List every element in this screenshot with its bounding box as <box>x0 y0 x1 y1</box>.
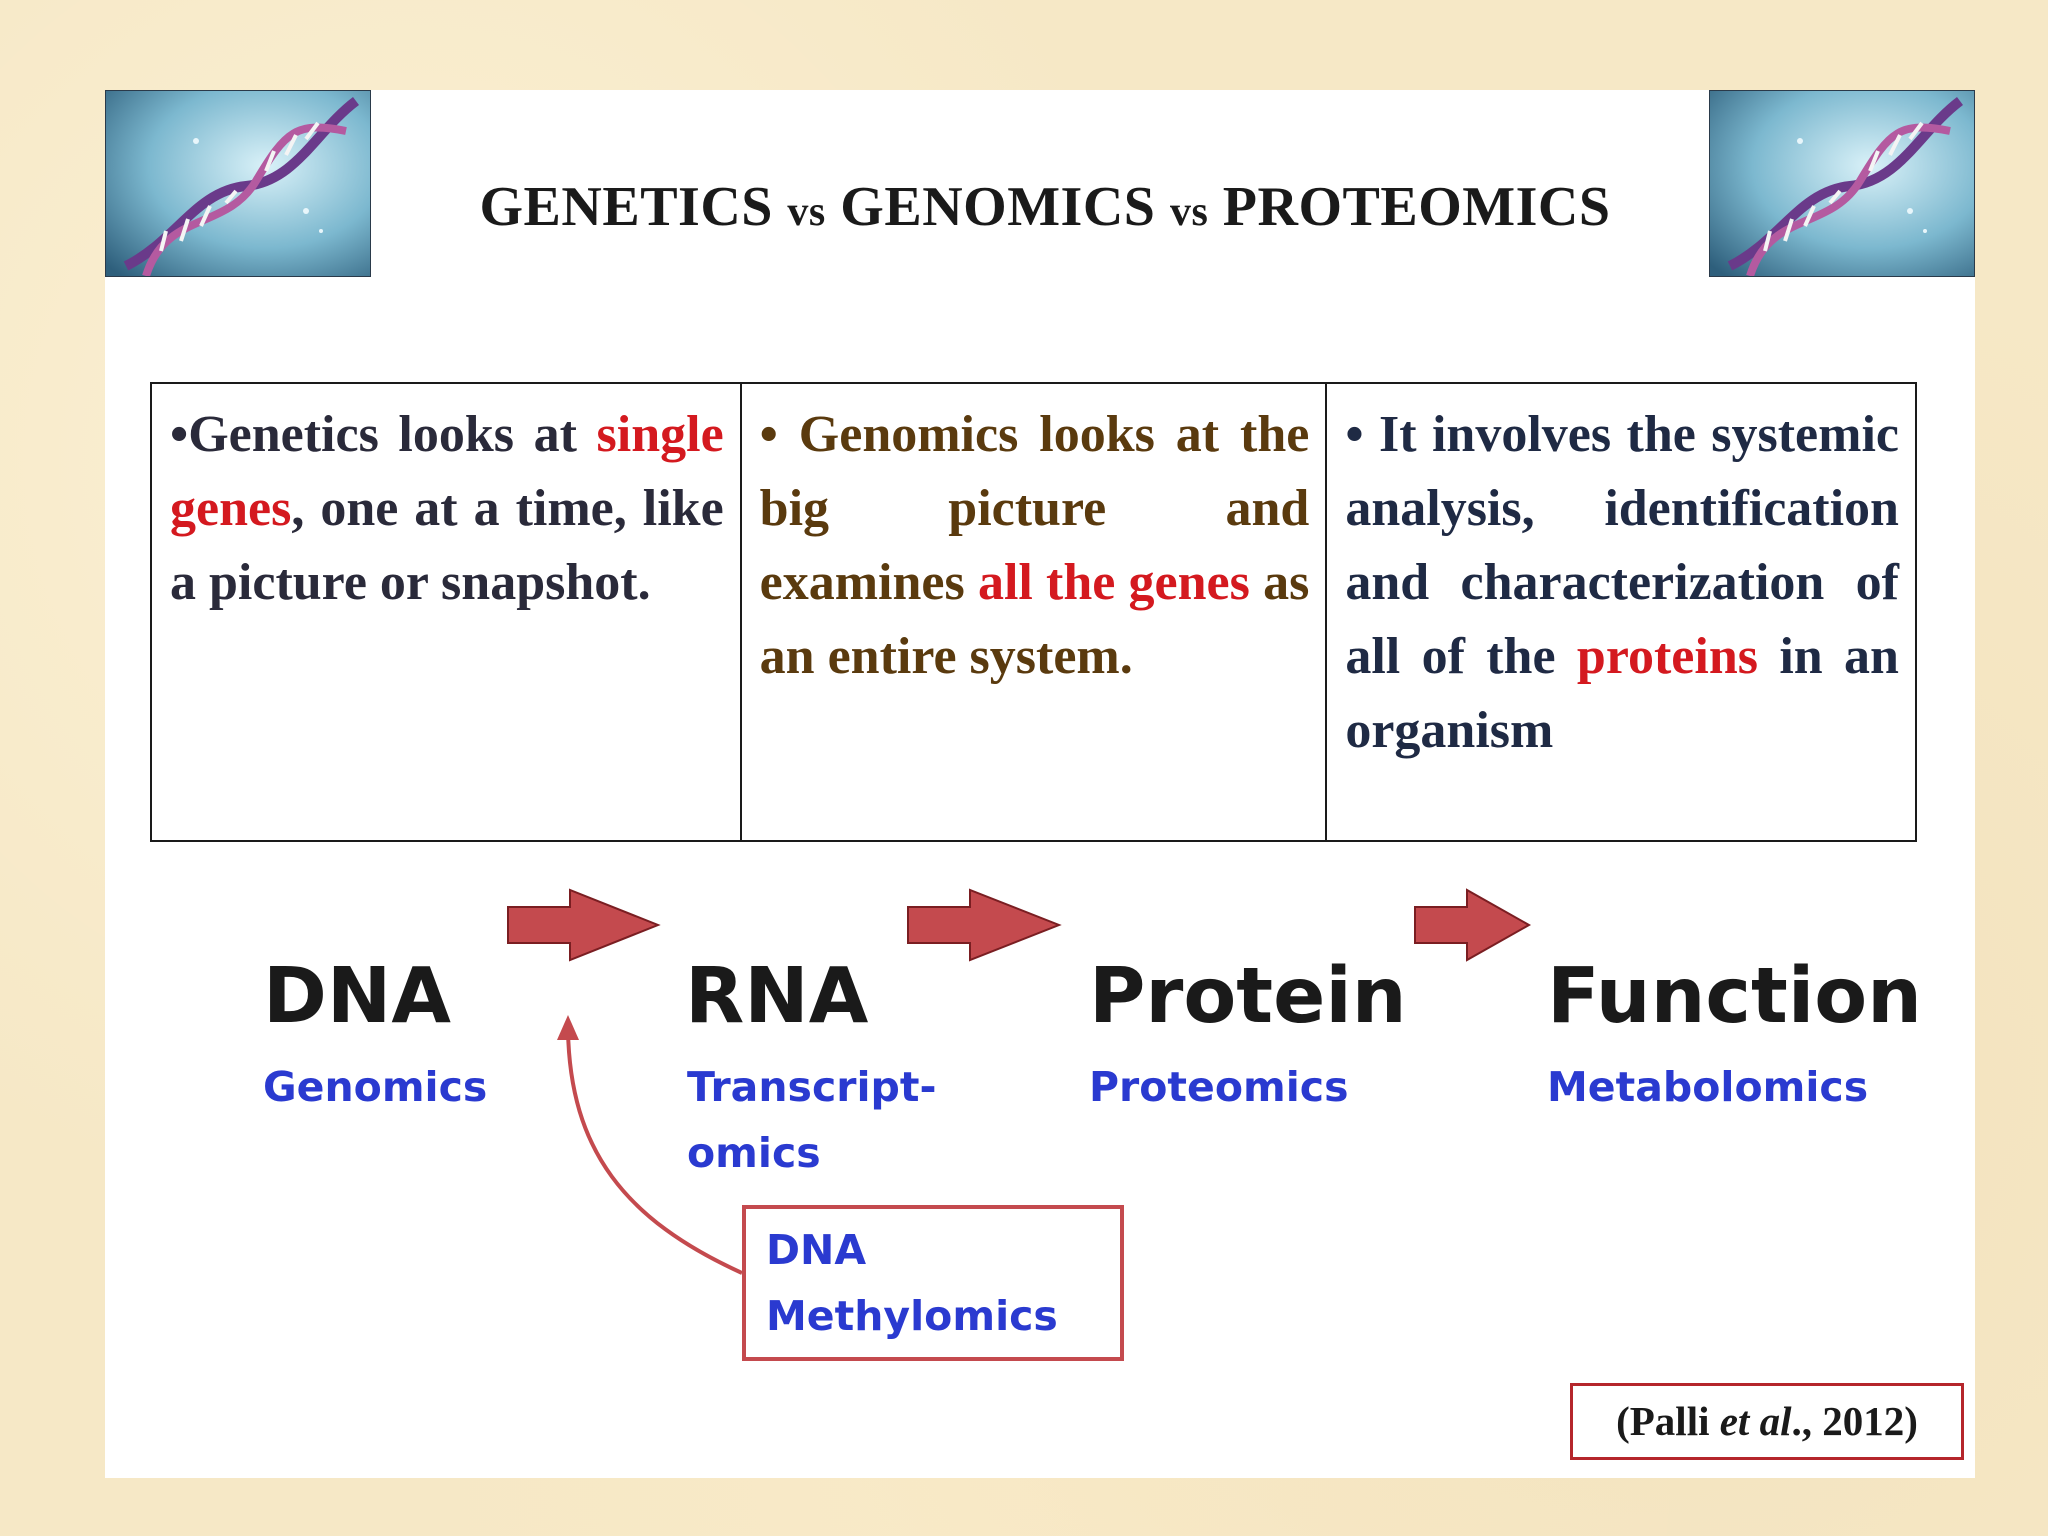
proteomics-cell: • It involves the systemic analysis, ide… <box>1325 384 1915 840</box>
dna-helix-image-left <box>105 90 371 277</box>
omic-genomics: Genomics <box>263 1063 488 1111</box>
title-vs-2: vs <box>1169 189 1209 235</box>
genetics-cell: •Genetics looks at single genes, one at … <box>152 384 740 840</box>
genetics-text-rest: , one at a time, like a picture or snaps… <box>170 480 724 611</box>
flow-protein: Protein <box>1089 952 1407 1041</box>
citation: (Palli et al., 2012) <box>1570 1383 1964 1460</box>
curved-arrow-icon <box>557 1015 743 1275</box>
right-arrow-icon <box>1414 888 1532 962</box>
genomics-text-rest: as an entire system. <box>759 554 1310 685</box>
proteomics-text-lead: • It involves the systemic analysis, ide… <box>1345 406 1899 685</box>
citation-open: (Palli <box>1616 1398 1720 1444</box>
genomics-text-lead: • Genomics looks at the big picture and … <box>759 406 1310 611</box>
omic-proteomics: Proteomics <box>1089 1063 1349 1111</box>
flow-rna: RNA <box>685 952 869 1041</box>
omic-transcriptomics-line2: omics <box>687 1129 821 1177</box>
flow-function: Function <box>1547 952 1922 1041</box>
genomics-cell: • Genomics looks at the big picture and … <box>739 384 1326 840</box>
comparison-table: •Genetics looks at single genes, one at … <box>150 382 1917 842</box>
proteomics-highlight: proteins <box>1576 628 1758 685</box>
right-arrow-icon <box>907 888 1062 962</box>
title-genomics: GENOMICS <box>840 176 1156 238</box>
citation-close: ., 2012) <box>1791 1398 1918 1444</box>
methylomics-line2: Methylomics <box>766 1292 1058 1340</box>
title-proteomics: PROTEOMICS <box>1222 176 1611 238</box>
flow-dna: DNA <box>263 952 451 1041</box>
methylomics-line1: DNA <box>766 1226 867 1274</box>
dna-helix-image-right <box>1709 90 1975 277</box>
omic-metabolomics: Metabolomics <box>1547 1063 1869 1111</box>
slide: GENETICS vs GENOMICS vs PROTEOMICS <box>105 90 1975 1478</box>
genetics-text-lead: •Genetics looks at <box>170 406 597 463</box>
title-genetics: GENETICS <box>479 176 773 238</box>
flow-arrows <box>507 888 1532 1275</box>
genetics-highlight: single genes <box>170 406 724 537</box>
title-vs-1: vs <box>787 189 826 235</box>
right-arrow-icon <box>507 888 661 962</box>
citation-etal: et al <box>1719 1398 1792 1444</box>
omic-transcriptomics-line1: Transcript- <box>687 1063 937 1111</box>
methylomics-box: DNA Methylomics <box>742 1205 1124 1361</box>
proteomics-text-rest: in an organism <box>1345 628 1899 759</box>
genomics-highlight: all the genes <box>977 554 1250 611</box>
page-title: GENETICS vs GENOMICS vs PROTEOMICS <box>405 175 1685 239</box>
